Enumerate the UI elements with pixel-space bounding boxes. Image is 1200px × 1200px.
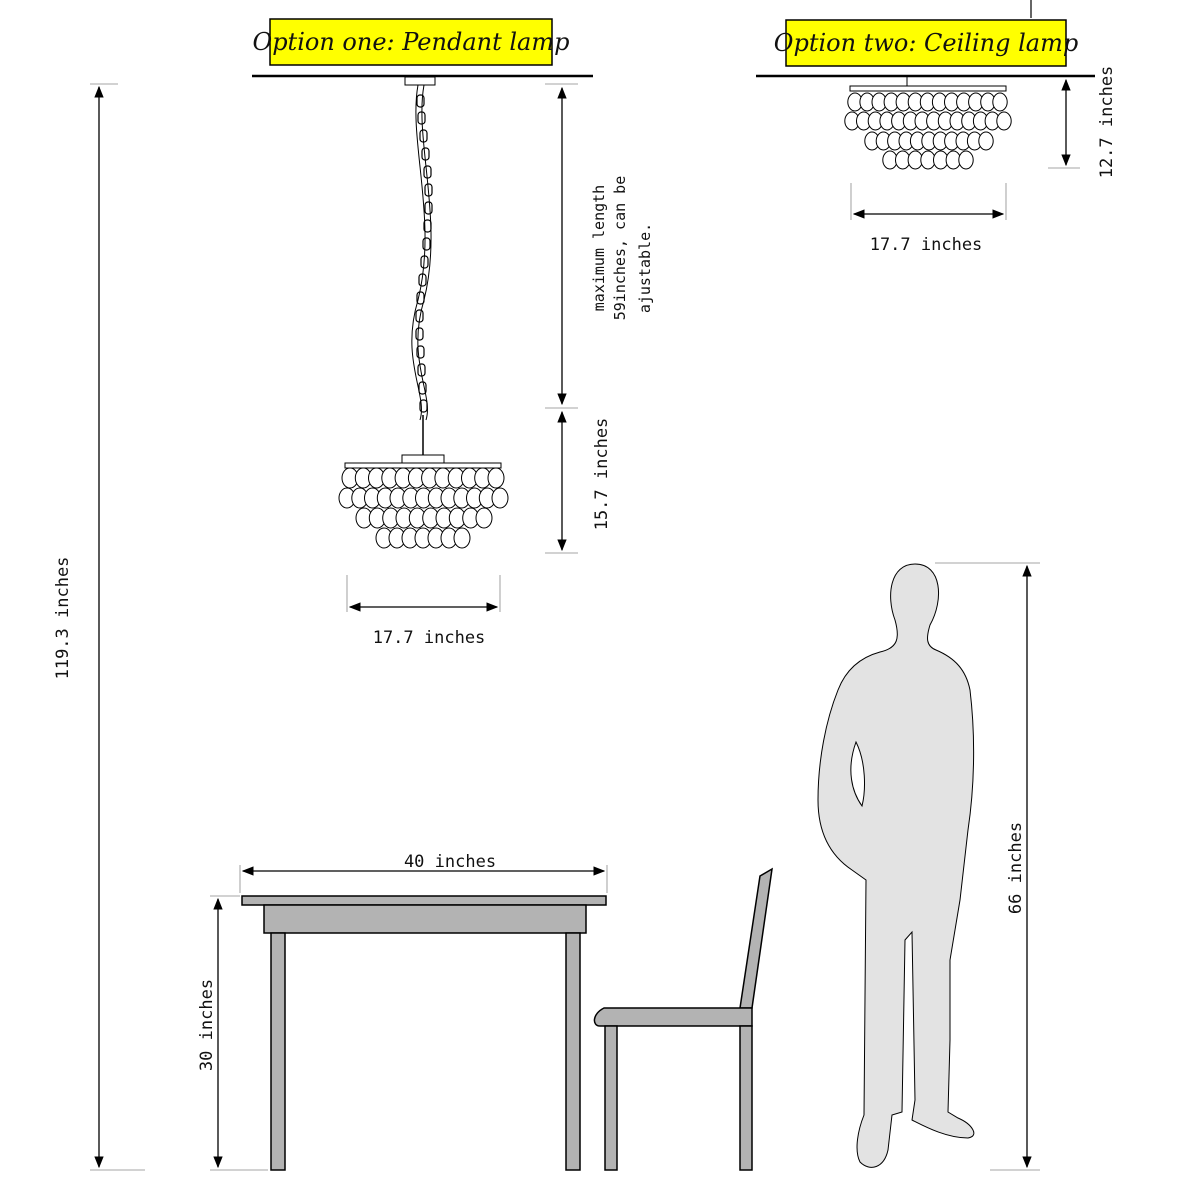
max-length-dimension: maximum length 59inches, can be ajustabl… xyxy=(545,83,654,409)
crystal-bead xyxy=(958,150,974,170)
table-height-dimension: 30 inches xyxy=(197,895,268,1171)
table-width-dimension: 40 inches xyxy=(239,852,608,893)
ceiling-height-dimension: 12.7 inches xyxy=(1048,66,1117,179)
dining-chair xyxy=(593,867,773,1171)
person-figure xyxy=(817,563,975,1168)
pendant-height-dimension: 15.7 inches xyxy=(545,410,612,554)
pendant-canopy xyxy=(404,76,436,86)
max-length-line2: 59inches, can be xyxy=(611,176,629,321)
pendant-width-label: 17.7 inches xyxy=(373,628,486,648)
person-silhouette xyxy=(817,563,975,1168)
option-one-label: Option one: Pendant lamp xyxy=(253,18,570,66)
total-height-label: 119.3 inches xyxy=(53,557,73,680)
table-leg-right xyxy=(565,932,581,1171)
ceiling-crystal-tiers xyxy=(844,92,1012,170)
person-height-label: 66 inches xyxy=(1006,822,1026,914)
ceiling-lamp-top-ring xyxy=(849,85,1007,92)
table-top xyxy=(241,895,607,906)
pendant-height-label: 15.7 inches xyxy=(592,418,612,531)
table-height-label: 30 inches xyxy=(197,979,217,1071)
pendant-cord-2 xyxy=(417,84,432,421)
option-two-text: Option two: Ceiling lamp xyxy=(774,29,1078,57)
chair-back xyxy=(739,867,773,1009)
ceiling-width-dimension: 17.7 inches xyxy=(850,183,1007,255)
max-length-line1: maximum length xyxy=(590,185,608,311)
pendant-lamp xyxy=(338,76,509,549)
option-one-text: Option one: Pendant lamp xyxy=(253,28,570,56)
crystal-bead xyxy=(453,527,471,549)
pendant-top-cap xyxy=(401,454,445,464)
table-width-label: 40 inches xyxy=(404,852,496,872)
pendant-top-ring xyxy=(344,462,502,469)
ceiling-width-label: 17.7 inches xyxy=(870,235,983,255)
dining-table xyxy=(241,895,607,1171)
crystal-bead xyxy=(992,92,1008,112)
ceiling-height-label: 12.7 inches xyxy=(1097,66,1117,179)
max-length-line3: ajustable. xyxy=(636,223,654,313)
chair-seat xyxy=(593,1007,753,1027)
ceiling-lamp xyxy=(844,77,1012,170)
pendant-width-dimension: 17.7 inches xyxy=(346,575,501,648)
crystal-bead xyxy=(996,111,1012,131)
total-height-dimension: 119.3 inches xyxy=(53,83,145,1171)
option-one-highlight xyxy=(269,18,553,66)
pendant-chain xyxy=(415,94,433,413)
table-apron xyxy=(263,904,587,934)
chair-leg-front xyxy=(604,1025,618,1171)
chair-leg-back xyxy=(739,1025,753,1171)
crystal-bead xyxy=(491,487,509,509)
person-height-dimension: 66 inches xyxy=(935,562,1040,1171)
option-two-label: Option two: Ceiling lamp xyxy=(774,19,1078,67)
crystal-bead xyxy=(978,131,994,151)
table-leg-left xyxy=(270,932,286,1171)
crystal-bead xyxy=(487,467,505,489)
option-two-highlight xyxy=(785,19,1067,67)
crystal-bead xyxy=(475,507,493,529)
pendant-crystal-tiers xyxy=(338,467,509,549)
